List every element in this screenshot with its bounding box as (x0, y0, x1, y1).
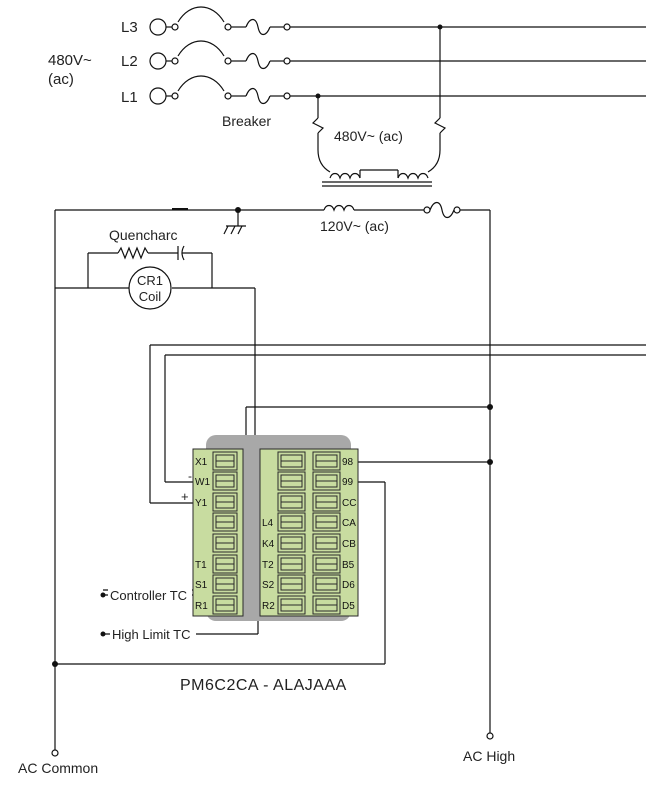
controller-tc-label: Controller TC (110, 588, 187, 603)
terminal-label: W1 (195, 477, 210, 488)
supply-section: 480V~ (ac) L3 L2 L1 (48, 6, 646, 129)
terminal-screw (277, 471, 306, 491)
terminal-label: D6 (342, 580, 355, 591)
terminal-label: CC (342, 498, 356, 509)
terminal-label: T1 (195, 560, 207, 571)
line-label-l3: L3 (121, 19, 138, 36)
terminal-screw (277, 512, 306, 532)
coil-circle (128, 266, 172, 310)
terminal-screw (212, 451, 238, 471)
terminal-label: CB (342, 539, 356, 550)
breaker-label: Breaker (222, 113, 271, 129)
line-label-l2: L2 (121, 53, 138, 70)
terminal-label: 99 (342, 477, 354, 488)
terminal-screw (312, 512, 341, 532)
supply-voltage-label-1: 480V~ (48, 52, 92, 69)
minus-sign: - (188, 469, 192, 483)
terminal-label: X1 (195, 457, 208, 468)
terminal-screw (312, 471, 341, 491)
terminal-screw (277, 533, 306, 553)
plus-sign: + (181, 489, 189, 504)
terminal-screw (212, 492, 238, 512)
sensor-labels: Controller TC High Limit TC (108, 587, 196, 642)
line-label-l1: L1 (121, 89, 138, 106)
terminal-label: Y1 (195, 498, 208, 509)
terminal-label: R2 (262, 601, 275, 612)
terminal-screw (312, 451, 341, 471)
terminal-screw (312, 533, 341, 553)
terminal-screw (212, 595, 238, 615)
terminal-label: K4 (262, 539, 275, 550)
terminal-label: B5 (342, 560, 355, 571)
secondary-voltage-label: 120V~ (ac) (320, 218, 389, 234)
terminal-label: 98 (342, 457, 354, 468)
phase-l2 (149, 40, 646, 70)
terminal-screw (277, 595, 306, 615)
terminal-screw (312, 554, 341, 574)
control-wiring: Quencharc CR1 Coil (51, 207, 646, 757)
terminal-label: D5 (342, 601, 355, 612)
terminal-label: L4 (262, 518, 274, 529)
model-label: PM6C2CA - ALAJAAA (180, 677, 347, 694)
terminal-screw (212, 512, 238, 532)
quencharc-label: Quencharc (109, 227, 177, 243)
supply-voltage-label-2: (ac) (48, 71, 74, 88)
phase-l3 (149, 6, 646, 36)
coil-label-2: Coil (139, 289, 162, 304)
terminal-screw (277, 451, 306, 471)
terminal-screw (312, 574, 341, 594)
terminal-screw (277, 554, 306, 574)
right-block-body (259, 448, 359, 617)
terminal-screw (212, 471, 238, 491)
coil-label-1: CR1 (137, 273, 163, 288)
terminal-screw (212, 533, 238, 553)
terminal-screw (212, 554, 238, 574)
terminal-label: R1 (195, 601, 208, 612)
high-limit-tc-label: High Limit TC (112, 627, 191, 642)
terminal-screw (277, 492, 306, 512)
terminal-label: T2 (262, 560, 274, 571)
left-block-body (192, 448, 244, 617)
primary-voltage-label: 480V~ (ac) (334, 128, 403, 144)
terminal-label: S2 (262, 580, 275, 591)
terminal-screw (212, 574, 238, 594)
terminal-label: CA (342, 518, 356, 529)
terminal-screw (312, 595, 341, 615)
phase-l1 (149, 75, 646, 105)
ac-high-label: AC High (463, 748, 515, 764)
ac-common-label: AC Common (18, 760, 98, 776)
terminal-screw (312, 492, 341, 512)
terminal-screw (277, 574, 306, 594)
transformer: 480V~ (ac) 120V~ (ac) (311, 24, 490, 234)
terminal-label: S1 (195, 580, 208, 591)
